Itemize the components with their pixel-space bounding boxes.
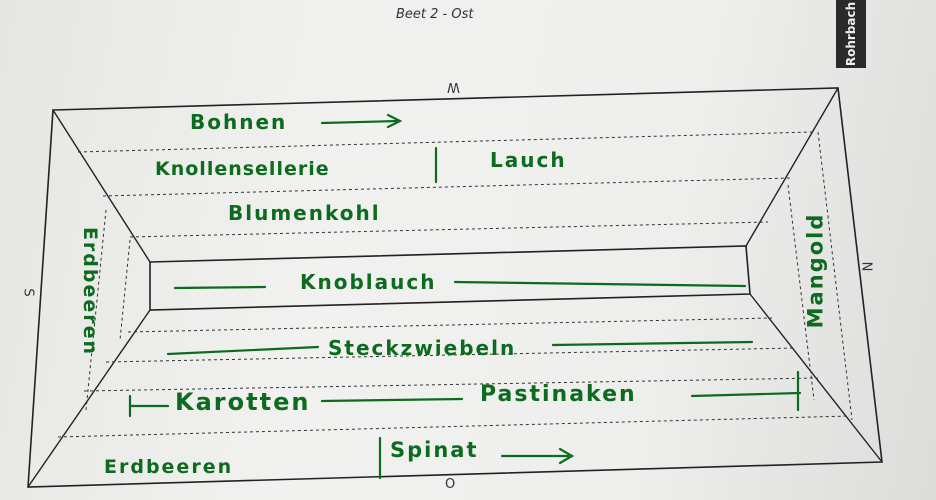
label-lauch: Lauch [490,148,567,172]
page-title: Beet 2 - Ost [396,7,474,22]
label-knoblauch: Knoblauch [300,270,437,294]
label-erdbeeren-bottom: Erdbeeren [104,456,234,478]
label-karotten: Karotten [175,388,311,416]
row-dividers [57,131,853,438]
rohrbach-tab: Rohrbach [836,0,866,68]
label-bohnen: Bohnen [190,110,288,134]
label-blumenkohl: Blumenkohl [228,201,381,225]
pen-strokes [128,113,802,480]
diagonal-bottom-left [27,309,151,488]
label-knollensellerie: Knollensellerie [155,158,330,180]
label-pastinaken: Pastinaken [480,382,637,407]
label-erdbeeren-left: Erdbeeren [79,226,102,357]
rohrbach-label: Rohrbach [844,1,858,67]
compass-east: O [445,477,456,492]
label-mangold: Mangold [803,212,828,329]
compass-west: W [447,79,460,94]
label-spinat: Spinat [390,438,479,462]
diagonal-top-right [745,87,839,247]
compass-south: S [20,288,36,297]
diagonal-top-left [52,109,151,263]
compass-north: N [861,261,877,272]
bed-outer-border [27,87,883,488]
bed-inner-border [149,245,751,311]
label-steckzwiebeln: Steckzwiebeln [328,336,517,360]
